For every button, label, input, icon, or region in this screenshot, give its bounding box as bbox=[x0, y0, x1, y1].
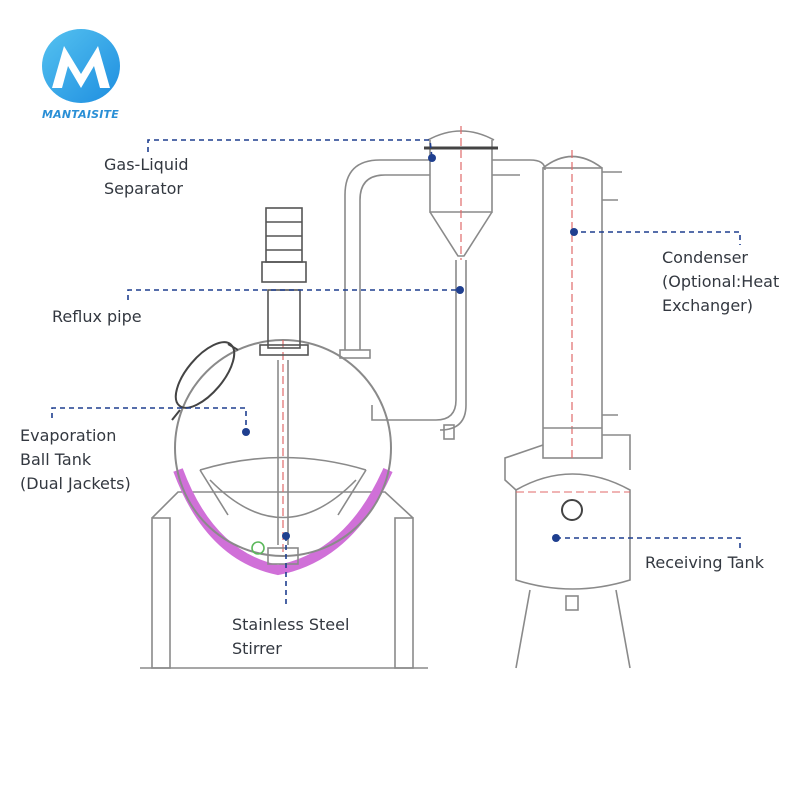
ball-tank-jacket bbox=[173, 467, 393, 576]
ball-tank-callout-dot bbox=[242, 428, 250, 436]
reflux-pipe bbox=[371, 260, 467, 440]
receiving-callout-dot bbox=[552, 534, 560, 542]
ball-tank-support-frame bbox=[140, 491, 428, 669]
callout-dots bbox=[242, 154, 578, 542]
bottom-valve bbox=[251, 541, 299, 565]
manhole bbox=[171, 341, 239, 421]
reflux-callout-dot bbox=[456, 286, 464, 294]
vapor-pipe bbox=[339, 159, 430, 359]
gas-liquid-separator bbox=[424, 126, 546, 260]
brand-name: MANTAISITE bbox=[42, 108, 119, 121]
callout-lines bbox=[51, 139, 741, 608]
stainless-steel-stirrer bbox=[199, 360, 367, 545]
label-reflux-pipe: Reflux pipe bbox=[52, 307, 142, 326]
condenser-callout-dot bbox=[570, 228, 578, 236]
stirrer-motor bbox=[259, 207, 309, 356]
stirrer-callout-dot bbox=[282, 532, 290, 540]
condenser bbox=[504, 150, 631, 491]
receiving-tank bbox=[515, 473, 631, 669]
mantaisite-logo bbox=[42, 29, 120, 103]
separator-callout-dot bbox=[428, 154, 436, 162]
label-receiving-tank: Receiving Tank bbox=[645, 553, 764, 572]
